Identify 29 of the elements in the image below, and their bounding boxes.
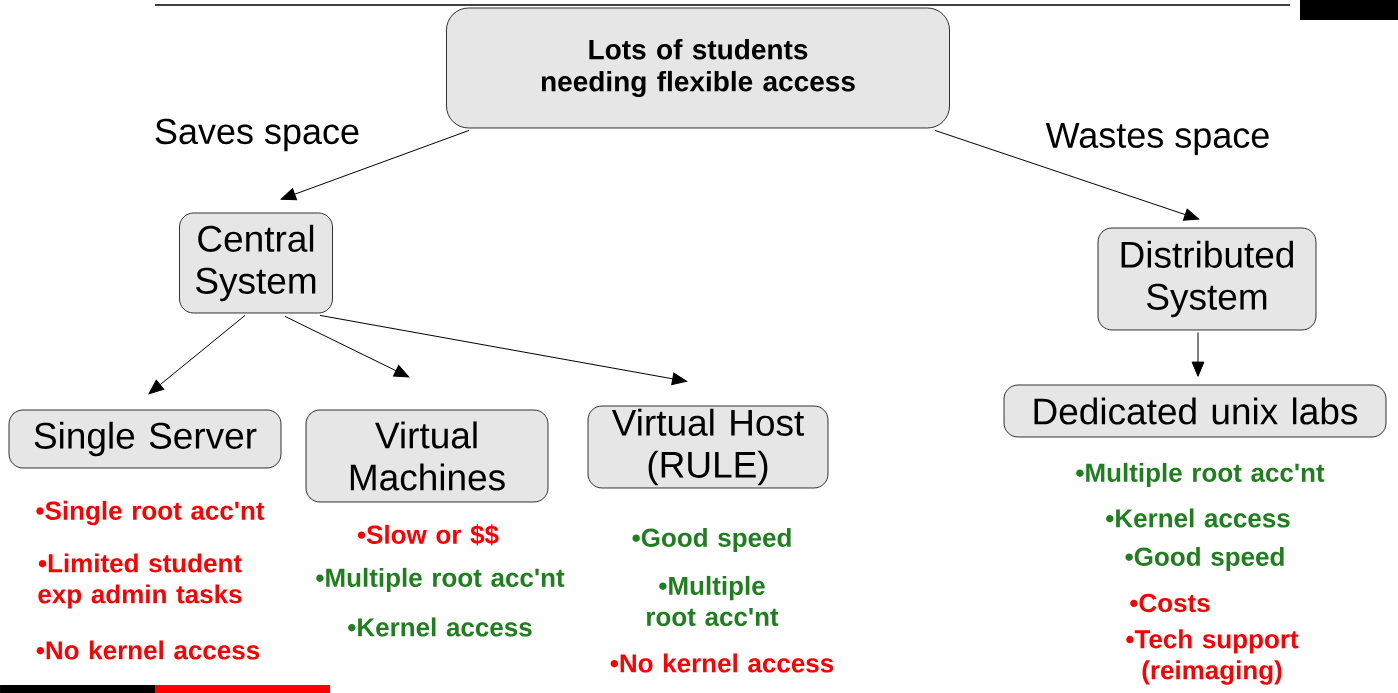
bullet-point: •No kernel access bbox=[36, 640, 260, 660]
edge-label: Wastes space bbox=[1043, 120, 1273, 158]
process-box: Virtual Host (RULE) bbox=[587, 405, 829, 489]
edge-label: Saves space bbox=[151, 116, 363, 154]
bullet-point: •Good speed bbox=[1125, 546, 1284, 572]
bullet-point: •Kernel access bbox=[348, 617, 532, 637]
arrow bbox=[148, 314, 246, 395]
bullet-point: •Costs bbox=[1130, 593, 1210, 613]
bullet-point: •No kernel access bbox=[610, 653, 834, 673]
arrow bbox=[319, 314, 688, 386]
process-box: Dedicated unix labs bbox=[1003, 384, 1387, 438]
process-box: Virtual Machines bbox=[305, 409, 549, 503]
arrow bbox=[1191, 331, 1205, 377]
arrow bbox=[284, 315, 410, 378]
bullet-point: •Multiple root acc'nt bbox=[316, 567, 565, 593]
bullet-point: •Good speed bbox=[632, 527, 791, 553]
arrow bbox=[934, 129, 1200, 221]
process-box: Central System bbox=[179, 212, 333, 314]
bullet-point: •Limited student exp admin tasks bbox=[38, 553, 242, 609]
arrow bbox=[280, 129, 470, 201]
process-box: Lots of students needing flexible access bbox=[446, 7, 950, 129]
bullet-point: •Multiple root acc'nt bbox=[647, 575, 779, 627]
bullet-point: •Kernel access bbox=[1106, 508, 1290, 528]
process-box: Single Server bbox=[8, 409, 282, 469]
bullet-point: •Multiple root acc'nt bbox=[1076, 462, 1325, 488]
bullet-point: •Single root acc'nt bbox=[36, 500, 265, 526]
bullet-point: •Tech support (reimaging) bbox=[1126, 629, 1299, 685]
bullet-point: •Slow or $$ bbox=[357, 524, 499, 546]
process-box: Distributed System bbox=[1097, 227, 1317, 331]
